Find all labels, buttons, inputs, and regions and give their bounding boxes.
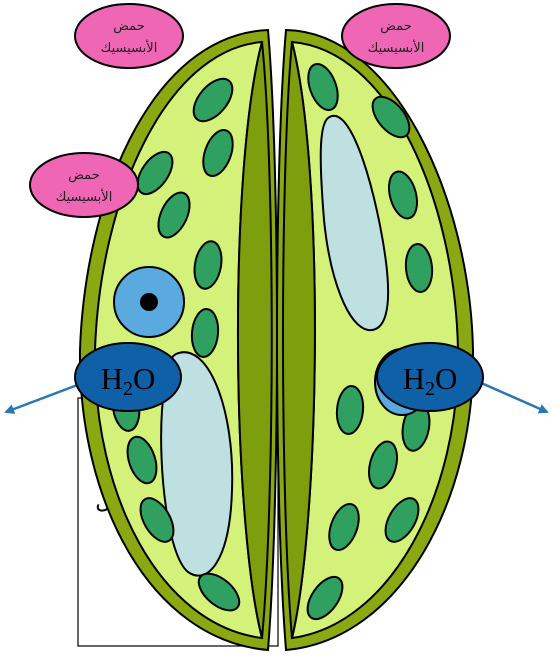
abscisic-acid-middle-left: حمض الأبسيسيك	[30, 153, 138, 217]
abscisic-acid-label: الأبسيسيك	[56, 188, 113, 205]
water-right: H2O	[375, 343, 547, 415]
water-molecule-right	[377, 343, 483, 411]
right-guard-cell	[277, 30, 473, 650]
water-left: H2O	[6, 343, 181, 412]
abscisic-acid-label: حمض	[380, 19, 411, 34]
water-molecule-left	[75, 343, 181, 411]
abscisic-acid-label: حمض	[113, 19, 144, 34]
abscisic-acid-label: حمض	[68, 168, 99, 183]
left-nucleolus	[140, 293, 158, 311]
abscisic-acid-label: الأبسيسيك	[368, 39, 425, 56]
abscisic-acid-top-right: حمض الأبسيسيك	[342, 4, 450, 68]
right-guard-cell-cytoplasm	[292, 42, 458, 638]
abscisic-acid-label: الأبسيسيك	[101, 39, 158, 56]
abscisic-acid-top-left: حمض الأبسيسيك	[75, 4, 183, 68]
